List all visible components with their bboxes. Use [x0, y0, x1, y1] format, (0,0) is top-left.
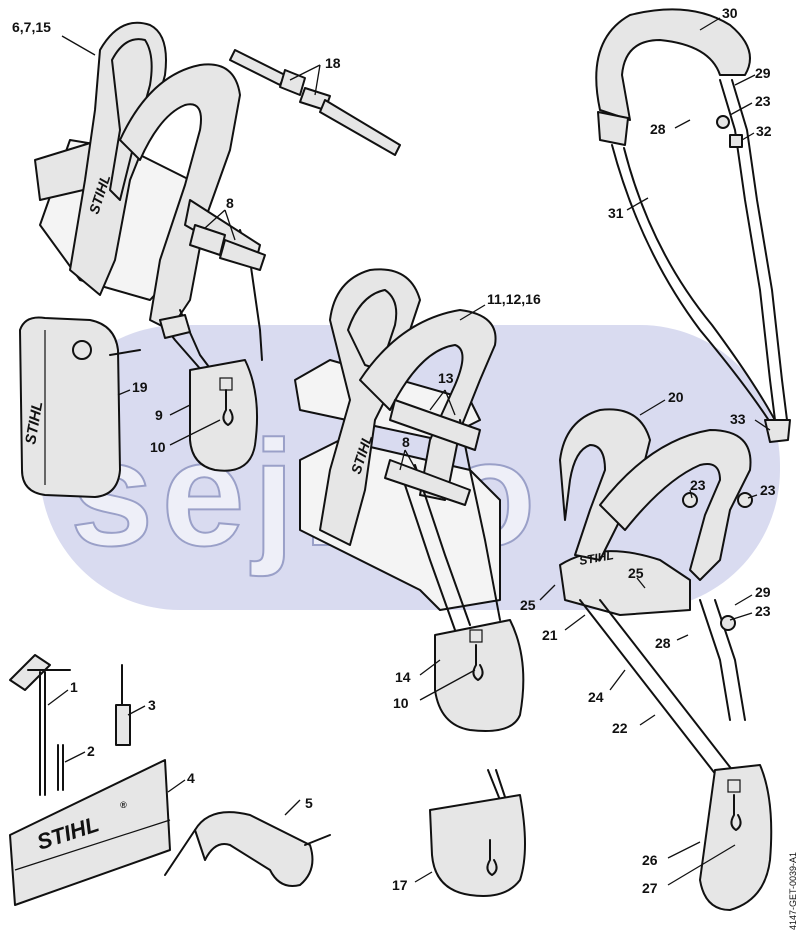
- tools: STIHL ®: [9, 654, 331, 906]
- callout-29-top: 29: [755, 65, 771, 81]
- callout-23-bottom: 23: [755, 603, 771, 619]
- leader-lines: [47, 17, 771, 886]
- callout-1: 1: [70, 679, 78, 695]
- callout-28-bottom: 28: [655, 635, 671, 651]
- callout-24: 24: [588, 689, 604, 705]
- callout-23-top: 23: [755, 93, 771, 109]
- callout-8-top: 8: [226, 195, 234, 211]
- callout-27: 27: [642, 880, 658, 896]
- callout-8-middle: 8: [402, 434, 410, 450]
- callout-2: 2: [87, 743, 95, 759]
- callout-3: 3: [148, 697, 156, 713]
- callout-30: 30: [722, 5, 738, 21]
- pad-17: [429, 769, 526, 897]
- callout-33: 33: [730, 411, 746, 427]
- callout-21: 21: [542, 627, 558, 643]
- tool-pouch-19: STIHL: [19, 316, 141, 498]
- callout-29-bottom: 29: [755, 584, 771, 600]
- callout-28-top: 28: [650, 121, 666, 137]
- harness-20-21: STIHL: [559, 408, 773, 911]
- callout-20: 20: [668, 389, 684, 405]
- callout-10-top: 10: [150, 439, 166, 455]
- callout-4: 4: [187, 770, 195, 786]
- callout-5: 5: [305, 795, 313, 811]
- callouts: 6,7,15 18 8 19 9 10 30 29 23 28 32 31 33…: [12, 5, 776, 896]
- callout-31: 31: [608, 205, 624, 221]
- callout-10-middle: 10: [393, 695, 409, 711]
- callout-14: 14: [395, 669, 411, 685]
- callout-26: 26: [642, 852, 658, 868]
- callout-32: 32: [756, 123, 772, 139]
- buckle-8-top: [189, 224, 266, 271]
- document-id: 4147-GET-0039-A1: [788, 852, 798, 930]
- callout-13: 13: [438, 370, 454, 386]
- callout-23-mid-right: 23: [760, 482, 776, 498]
- callout-25-right: 25: [628, 565, 644, 581]
- callout-23-mid-left: 23: [690, 477, 706, 493]
- callout-9: 9: [155, 407, 163, 423]
- callout-19: 19: [132, 379, 148, 395]
- harness-20-logo: STIHL: [578, 548, 615, 568]
- callout-22: 22: [612, 720, 628, 736]
- callout-6-7-15: 6,7,15: [12, 19, 51, 35]
- callout-11-12-16: 11,12,16: [487, 291, 541, 307]
- callout-18: 18: [325, 55, 341, 71]
- strap-buckle-18: [229, 49, 401, 156]
- harness-11-12-16: STIHL: [294, 268, 525, 732]
- callout-17: 17: [392, 877, 408, 893]
- wallet-registered: ®: [120, 800, 127, 810]
- callout-25-left: 25: [520, 597, 536, 613]
